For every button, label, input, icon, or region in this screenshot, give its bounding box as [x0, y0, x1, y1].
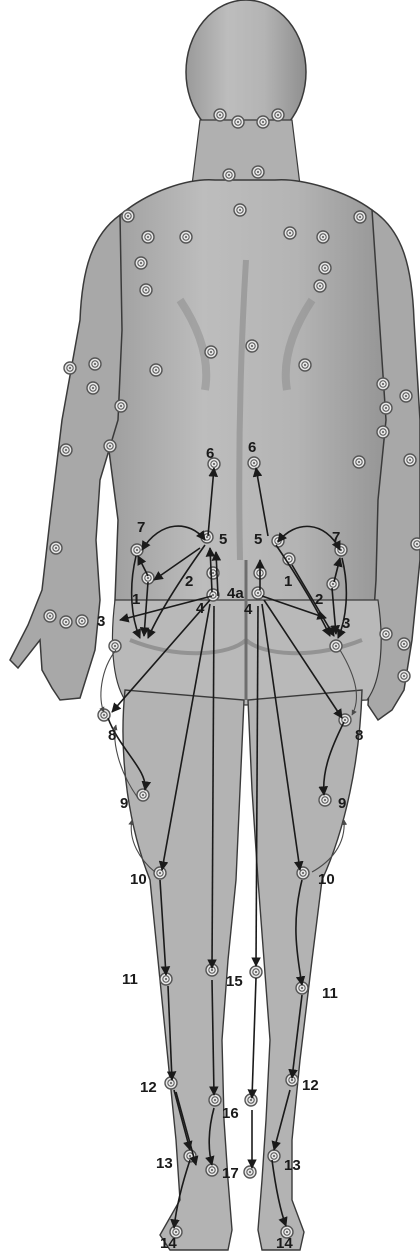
label-1-right: 1	[284, 573, 292, 590]
spiral-point-icon	[319, 794, 331, 806]
label-5-left: 5	[219, 531, 227, 548]
spiral-point-icon	[299, 359, 311, 371]
spiral-point-icon	[89, 358, 101, 370]
label-11-left: 11	[122, 971, 138, 988]
spiral-point-icon	[150, 364, 162, 376]
label-8-left: 8	[108, 727, 116, 744]
spiral-point-icon	[223, 169, 235, 181]
spiral-point-icon	[142, 231, 154, 243]
spiral-point-icon	[140, 284, 152, 296]
arrow-15-16-right	[252, 978, 256, 1098]
spiral-point-icon	[154, 867, 166, 879]
right-leg	[248, 690, 362, 1250]
spiral-point-icon	[380, 628, 392, 640]
label-3-right: 3	[342, 615, 350, 632]
label-4-right: 4	[244, 601, 253, 618]
spiral-point-icon	[248, 457, 260, 469]
spiral-point-icon	[314, 280, 326, 292]
spiral-point-icon	[87, 382, 99, 394]
label-12-right: 12	[302, 1077, 319, 1094]
spiral-point-icon	[353, 456, 365, 468]
label-10-left: 10	[130, 871, 147, 888]
spiral-point-icon	[252, 166, 264, 178]
spiral-point-icon	[205, 346, 217, 358]
spiral-point-icon	[137, 789, 149, 801]
spiral-point-icon	[411, 538, 420, 550]
spiral-point-icon	[206, 1164, 218, 1176]
spiral-point-icon	[60, 444, 72, 456]
spiral-point-icon	[319, 262, 331, 274]
spiral-point-icon	[317, 231, 329, 243]
label-11-right: 11	[322, 985, 338, 1002]
label-16: 16	[222, 1105, 239, 1122]
spiral-point-icon	[165, 1077, 177, 1089]
spiral-point-icon	[398, 670, 410, 682]
label-6-right: 6	[248, 439, 256, 456]
spiral-point-icon	[284, 227, 296, 239]
spiral-point-icon	[104, 440, 116, 452]
label-7-right: 7	[332, 529, 340, 546]
spiral-point-icon	[252, 587, 264, 599]
spiral-point-icon	[377, 378, 389, 390]
spiral-point-icon	[272, 109, 284, 121]
label-6-left: 6	[206, 445, 214, 462]
spiral-point-icon	[327, 578, 339, 590]
label-9-left: 9	[120, 795, 128, 812]
spiral-point-icon	[354, 211, 366, 223]
label-10-right: 10	[318, 871, 335, 888]
spiral-point-icon	[209, 1094, 221, 1106]
spiral-point-icon	[234, 204, 246, 216]
spiral-point-icon	[377, 426, 389, 438]
spiral-point-icon	[180, 231, 192, 243]
label-2-right: 2	[315, 591, 323, 608]
spiral-point-icon	[122, 210, 134, 222]
spiral-point-icon	[115, 400, 127, 412]
spiral-point-icon	[404, 454, 416, 466]
spiral-point-icon	[44, 610, 56, 622]
spiral-point-icon	[246, 340, 258, 352]
spiral-point-icon	[76, 615, 88, 627]
spiral-point-icon	[244, 1166, 256, 1178]
spiral-point-icon	[232, 116, 244, 128]
label-14-left: 14	[160, 1235, 177, 1252]
spiral-point-icon	[380, 402, 392, 414]
spiral-point-icon	[135, 257, 147, 269]
spiral-point-icon	[268, 1150, 280, 1162]
label-3-left: 3	[97, 613, 105, 630]
spiral-point-icon	[400, 390, 412, 402]
label-17: 17	[222, 1165, 239, 1182]
spiral-point-icon	[297, 867, 309, 879]
spiral-point-icon	[131, 544, 143, 556]
spiral-point-icon	[245, 1094, 257, 1106]
spiral-point-icon	[60, 616, 72, 628]
label-12-left: 12	[140, 1079, 157, 1096]
label-5-right: 5	[254, 531, 262, 548]
spiral-point-icon	[398, 638, 410, 650]
label-13-right: 13	[284, 1157, 301, 1174]
spiral-point-icon	[214, 109, 226, 121]
label-7-left: 7	[137, 519, 145, 536]
label-2-left: 2	[185, 573, 193, 590]
label-8-right: 8	[355, 727, 363, 744]
spiral-point-icon	[50, 542, 62, 554]
spiral-point-icon	[250, 966, 262, 978]
neck	[192, 120, 300, 185]
label-15: 15	[226, 973, 243, 990]
label-9-right: 9	[338, 795, 346, 812]
spiral-point-icon	[109, 640, 121, 652]
spiral-point-icon	[64, 362, 76, 374]
label-14-right: 14	[276, 1235, 293, 1252]
label-4-left: 4	[196, 600, 205, 617]
label-1-left: 1	[132, 591, 140, 608]
spiral-point-icon	[257, 116, 269, 128]
label-4a: 4a	[227, 585, 244, 602]
label-13-left: 13	[156, 1155, 173, 1172]
